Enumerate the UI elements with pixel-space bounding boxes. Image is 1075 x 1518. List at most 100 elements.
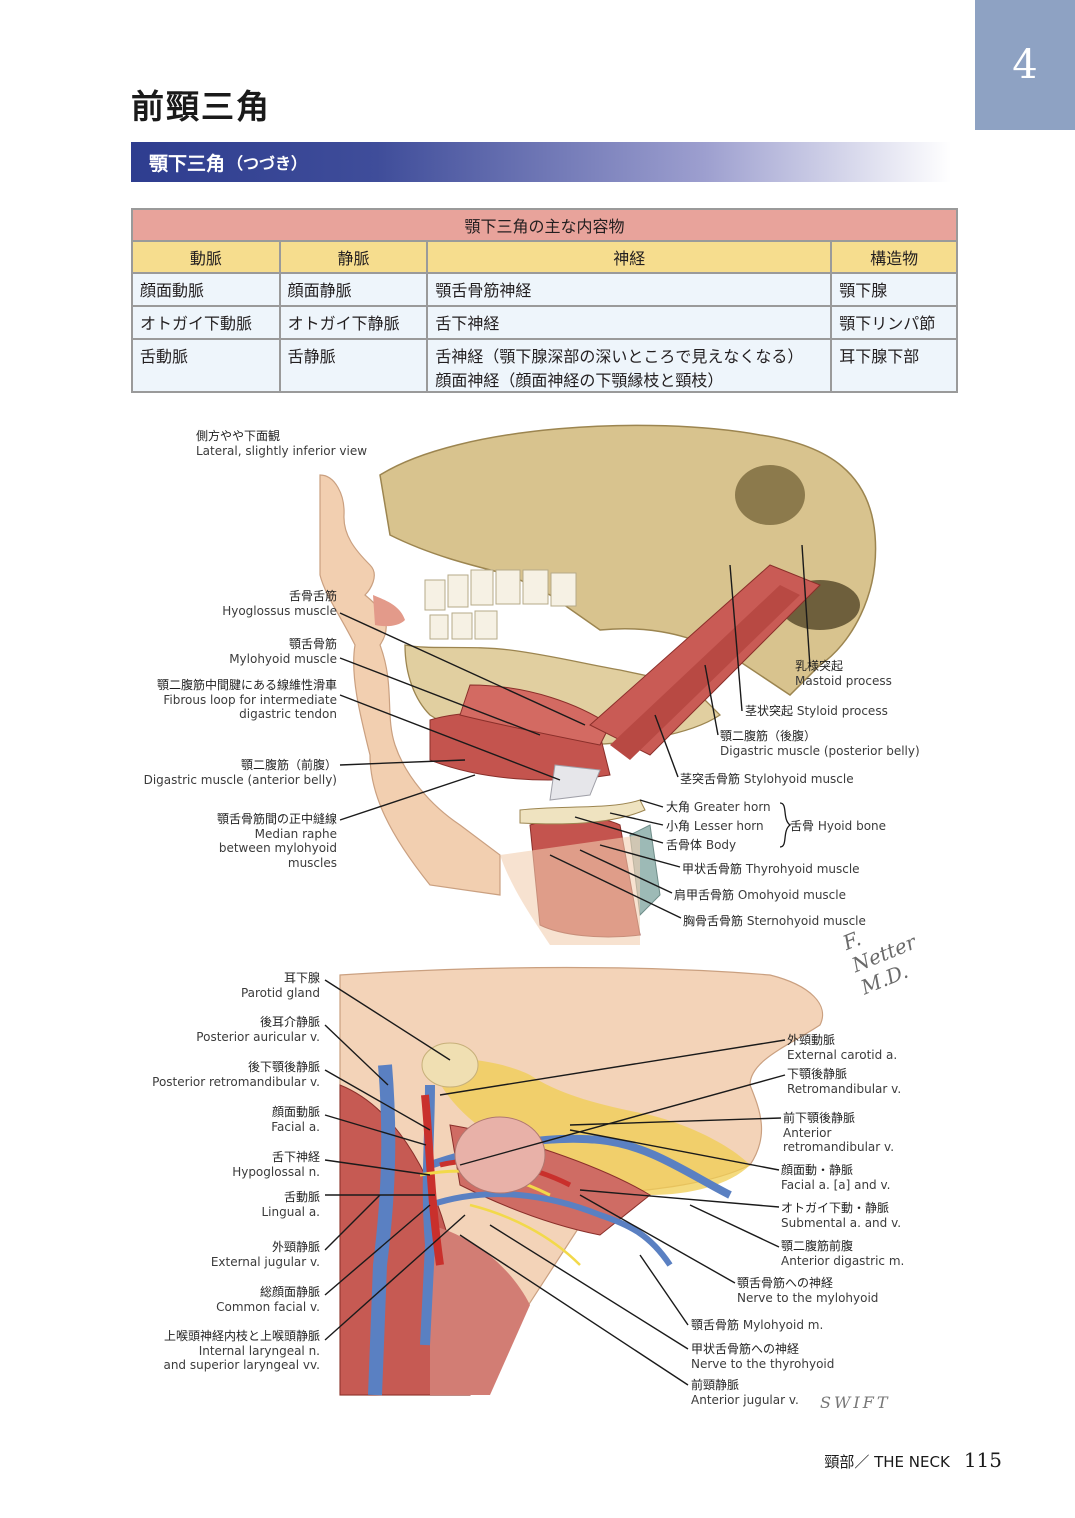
- label-posterior-auricular: 後耳介静脈 Posterior auricular v.: [196, 1015, 320, 1044]
- label-en: Anterior jugular v.: [691, 1392, 799, 1407]
- figure-submandibular-dissection: 耳下腺 Parotid gland 後耳介静脈 Posterior auricu…: [130, 965, 950, 1425]
- label-common-facial: 総顔面静脈 Common facial v.: [216, 1285, 320, 1314]
- section-subtitle: （つづき）: [227, 154, 308, 173]
- table-row: オトガイ下動脈 オトガイ下静脈 舌下神経 顎下リンパ節: [131, 305, 958, 340]
- table-cell: 顔面静脈: [278, 272, 429, 307]
- label-jp: 前下顎後静脈: [783, 1111, 856, 1125]
- table-cell: オトガイ下動脈: [131, 305, 281, 340]
- label-en: Anterior: [783, 1125, 832, 1140]
- label-facial-artery: 顔面動脈 Facial a.: [271, 1105, 320, 1134]
- label-external-carotid: 外頸動脈 External carotid a.: [787, 1033, 897, 1062]
- label-en: Posterior retromandibular v.: [152, 1074, 320, 1089]
- label-jp: 顎二腹筋（前腹）: [240, 758, 337, 772]
- swift-signature: SWIFT: [820, 1393, 891, 1412]
- table-header-artery: 動脈: [131, 240, 281, 274]
- label-omohyoid: 肩甲舌骨筋 Omohyoid muscle: [674, 888, 846, 903]
- label-en: External jugular v.: [210, 1254, 320, 1269]
- table-cell: オトガイ下静脈: [278, 305, 429, 340]
- label-anterior-digastric: 顎二腹筋前腹 Anterior digastric m.: [781, 1239, 904, 1268]
- label-en: Nerve to the thyrohyoid: [691, 1356, 835, 1371]
- table-cell: 舌神経（顎下腺深部の深いところで見えなくなる） 顔面神経（顔面神経の下顎縁枝と頸…: [426, 338, 833, 393]
- label-en: Common facial v.: [216, 1299, 320, 1314]
- label-digastric-anterior: 顎二腹筋（前腹） Digastric muscle (anterior bell…: [144, 758, 337, 787]
- table-cell: 顎下腺: [830, 272, 958, 307]
- label-jp: 耳下腺: [283, 971, 320, 985]
- figure-lateral-view: 側方やや下面観 Lateral, slightly inferior view …: [130, 415, 930, 999]
- label-jp: 顎二腹筋前腹: [781, 1239, 854, 1253]
- label-jp: 下顎後静脈: [787, 1067, 848, 1081]
- label-greater-horn: 大角 Greater horn: [666, 800, 771, 815]
- label-hyoid-body: 舌骨体 Body: [666, 838, 736, 853]
- label-en: Median raphe: [254, 826, 337, 841]
- label-anterior-retromandibular: 前下顎後静脈 Anterior retromandibular v.: [783, 1111, 894, 1155]
- label-hyoglossus: 舌骨舌筋 Hyoglossus muscle: [222, 589, 337, 618]
- label-en: Stylohyoid muscle: [743, 772, 854, 786]
- label-en: Omohyoid muscle: [737, 888, 846, 902]
- label-hyoid-bone: 舌骨 Hyoid bone: [790, 819, 886, 834]
- illustration-skull-neck: [319, 424, 877, 945]
- label-facial-av: 顔面動・静脈 Facial a. [a] and v.: [781, 1163, 890, 1192]
- label-posterior-retromandibular: 後下顎後静脈 Posterior retromandibular v.: [152, 1060, 320, 1089]
- label-en: External carotid a.: [787, 1047, 898, 1062]
- label-en: Submental a. and v.: [781, 1215, 902, 1230]
- label-en: Thyrohyoid muscle: [745, 862, 860, 876]
- label-jp: 外頸静脈: [271, 1240, 320, 1254]
- leader-lines: [324, 979, 786, 1386]
- label-en: Sternohyoid muscle: [746, 914, 866, 928]
- view-caption: 側方やや下面観 Lateral, slightly inferior view: [196, 429, 367, 458]
- label-lingual-artery: 舌動脈 Lingual a.: [261, 1190, 320, 1219]
- label-en: Posterior auricular v.: [196, 1029, 320, 1044]
- label-en: Nerve to the mylohyoid: [737, 1290, 879, 1305]
- label-en: and superior laryngeal vv.: [163, 1358, 320, 1372]
- table-cell-line: 舌神経（顎下腺深部の深いところで見えなくなる）: [435, 347, 804, 366]
- label-stylohyoid: 茎突舌骨筋 Stylohyoid muscle: [680, 772, 854, 787]
- label-en: Digastric muscle (posterior belly): [720, 743, 920, 758]
- label-digastric-posterior: 顎二腹筋（後腹） Digastric muscle (posterior bel…: [720, 729, 920, 758]
- table-cell-line: 舌下神経: [435, 314, 500, 333]
- label-jp: 前頸静脈: [691, 1378, 740, 1392]
- footer-section: 頸部／ THE NECK: [824, 1453, 950, 1471]
- label-thyrohyoid: 甲状舌骨筋 Thyrohyoid muscle: [682, 862, 860, 877]
- label-en: retromandibular v.: [783, 1140, 895, 1154]
- label-en: digastric tendon: [239, 707, 337, 721]
- label-en: Hyoglossus muscle: [222, 603, 337, 618]
- label-anterior-jugular: 前頸静脈 Anterior jugular v.: [691, 1378, 799, 1407]
- label-en: Facial a.: [271, 1119, 320, 1134]
- contents-table: 顎下三角の主な内容物 動脈 静脈 神経 構造物 顔面動脈 顔面静脈 顎舌骨筋神経…: [131, 208, 958, 393]
- table-row: 舌動脈 舌静脈 舌神経（顎下腺深部の深いところで見えなくなる） 顔面神経（顔面神…: [131, 338, 958, 393]
- label-styloid: 茎状突起 Styloid process: [745, 704, 888, 719]
- label-mastoid: 乳様突起 Mastoid process: [795, 659, 892, 688]
- label-jp: 顔面動・静脈: [781, 1163, 854, 1177]
- table-cell: 舌動脈: [131, 338, 281, 393]
- label-jp: 舌骨: [790, 819, 815, 833]
- label-jp: 大角: [666, 800, 691, 814]
- label-en: Mastoid process: [795, 673, 892, 688]
- label-en: Hyoid bone: [817, 819, 887, 833]
- page-title: 前頸三角: [131, 87, 271, 126]
- label-jp: 舌骨舌筋: [288, 589, 337, 603]
- label-submental: オトガイ下動・静脈 Submental a. and v.: [781, 1201, 901, 1230]
- label-en: Lesser horn: [693, 819, 764, 833]
- label-en: Retromandibular v.: [787, 1081, 902, 1096]
- label-en: Digastric muscle (anterior belly): [143, 772, 337, 787]
- table-cell-line: 顎舌骨筋神経: [435, 281, 532, 300]
- table-cell: 耳下腺下部: [830, 338, 958, 393]
- label-parotid: 耳下腺 Parotid gland: [241, 971, 320, 1000]
- label-en: Body: [705, 838, 737, 852]
- view-caption-en: Lateral, slightly inferior view: [196, 443, 368, 458]
- label-jp: 後耳介静脈: [259, 1015, 320, 1029]
- label-jp: 甲状舌骨筋への神経: [691, 1342, 800, 1356]
- table-cell: 顔面動脈: [131, 272, 281, 307]
- label-en: muscles: [287, 855, 337, 870]
- label-jp: 顎舌骨筋: [691, 1318, 740, 1332]
- label-lesser-horn: 小角 Lesser horn: [666, 819, 764, 834]
- chapter-tab: 4: [975, 0, 1075, 130]
- label-nerve-thyrohyoid: 甲状舌骨筋への神経 Nerve to the thyrohyoid: [691, 1342, 834, 1371]
- label-sternohyoid: 胸骨舌骨筋 Sternohyoid muscle: [683, 914, 866, 929]
- label-nerve-mylohyoid: 顎舌骨筋への神経 Nerve to the mylohyoid: [737, 1276, 878, 1305]
- label-internal-laryngeal: 上喉頭神経内枝と上喉頭静脈 Internal laryngeal n. and …: [163, 1329, 320, 1373]
- table-cell: 舌静脈: [278, 338, 429, 393]
- table-cell-line: 顔面神経（顔面神経の下顎縁枝と頸枝）: [435, 371, 724, 390]
- label-en: Styloid process: [796, 704, 888, 718]
- label-jp: 顎二腹筋中間腱にある線維性滑車: [156, 678, 337, 692]
